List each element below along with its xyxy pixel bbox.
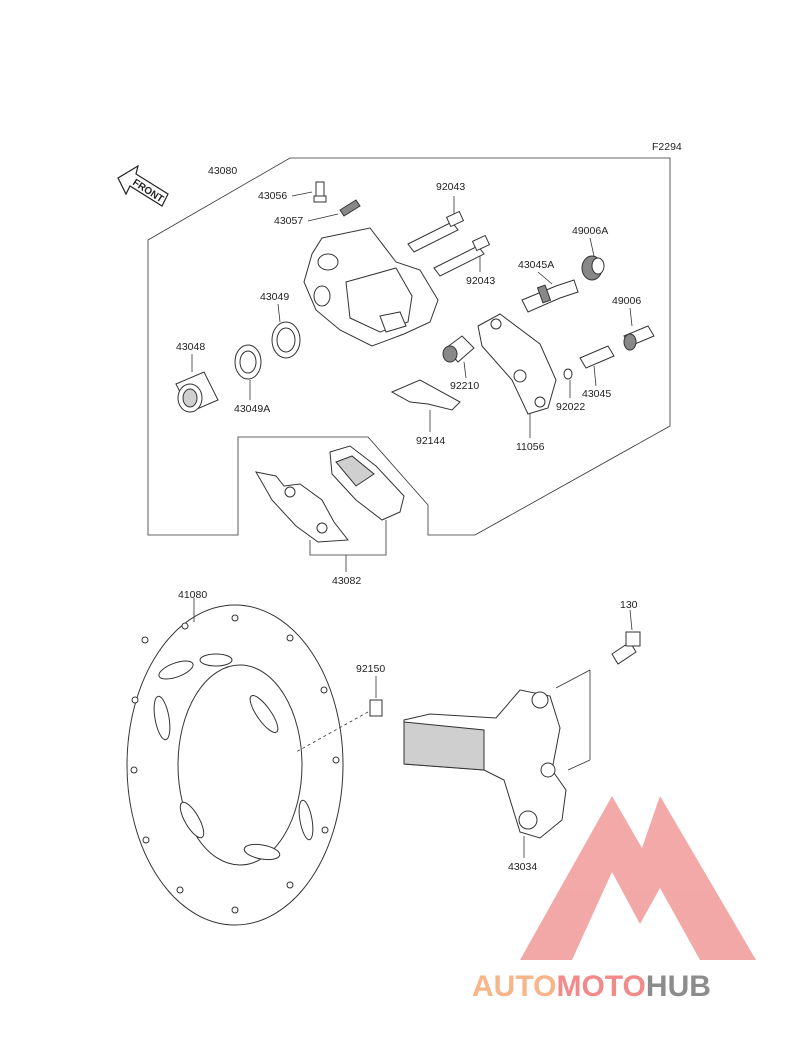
pin-upper-part [407, 196, 465, 253]
bracket-part [477, 313, 557, 438]
label-49006A: 49006A [572, 225, 608, 237]
label-92043-a: 92043 [436, 181, 465, 193]
guide-pin-part [579, 345, 615, 387]
label-92043-b: 92043 [466, 275, 495, 287]
label-43082: 43082 [332, 575, 361, 587]
label-43034: 43034 [508, 861, 537, 873]
boot-a-part [581, 237, 605, 281]
caliper-body-part [303, 227, 439, 347]
label-92150: 92150 [356, 663, 385, 675]
label-11056: 11056 [516, 441, 545, 453]
ring-part [563, 368, 573, 398]
caliper-assembly-outline [147, 157, 671, 536]
label-41080: 41080 [178, 589, 207, 601]
holder-bolt-part [555, 609, 641, 771]
piston-seal-part [271, 303, 301, 359]
label-43049: 43049 [260, 291, 289, 303]
sleeve-part [442, 335, 475, 379]
caliper-holder-part [403, 689, 567, 858]
disc-bolt-part [295, 676, 383, 753]
front-arrow-icon: FRONT [117, 164, 169, 207]
label-92022: 92022 [556, 401, 585, 413]
label-43057: 43057 [274, 215, 303, 227]
label-43045: 43045 [582, 388, 611, 400]
label-130: 130 [620, 599, 638, 611]
label-43056: 43056 [258, 190, 287, 202]
dust-seal-part [234, 344, 262, 400]
label-43049A: 43049A [234, 403, 270, 415]
label-49006: 49006 [612, 295, 641, 307]
watermark-logo [520, 796, 756, 960]
valve-cap-part [307, 199, 361, 222]
watermark-text: AUTOMOTOHUB [472, 970, 711, 1003]
pad-spring-part [390, 379, 461, 432]
label-92210: 92210 [450, 380, 479, 392]
label-43048: 43048 [176, 341, 205, 353]
label-43045A: 43045A [518, 259, 554, 271]
pin-lower-part [433, 234, 491, 277]
figure-code: F2294 [652, 141, 682, 153]
bleed-valve-part [291, 181, 327, 203]
label-92144: 92144 [416, 435, 445, 447]
brake-disc-part [126, 598, 344, 926]
guide-pin-a-part [521, 271, 579, 313]
piston-part [175, 354, 219, 413]
label-43080: 43080 [208, 165, 237, 177]
brake-pad-set-part [255, 445, 405, 572]
boot-part [623, 307, 655, 351]
